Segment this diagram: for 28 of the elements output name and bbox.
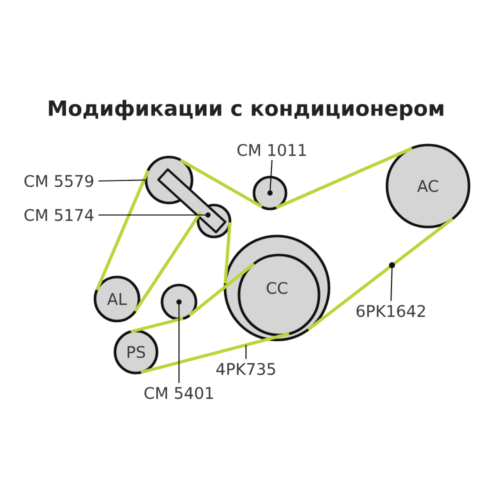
pulley [160,284,198,320]
part-number: CM 5174 [24,208,94,222]
leader-line [98,179,146,182]
part-number: 6PK1642 [356,304,425,318]
pulley: AC [386,144,470,228]
belt [140,332,290,374]
title: Модификации с кондиционером [48,100,444,120]
pulley: AL [94,276,140,322]
part-number: CM 5401 [144,386,213,400]
leader-line [178,302,180,383]
pulley [252,176,288,210]
belt [188,262,256,317]
part-number: CM 5579 [24,174,94,188]
leader-line [269,160,273,194]
belt [224,222,232,284]
belt [180,158,263,208]
leader-line [390,268,393,301]
belt [95,170,150,291]
belt [307,217,454,331]
leader-line [245,344,247,359]
belt [276,146,413,210]
belt [130,316,184,334]
part-number: 4PK735 [216,362,276,376]
leader-line [98,214,208,216]
part-number: CM 1011 [238,144,306,156]
belt [134,211,202,312]
pulley: PS [114,330,158,374]
pulley: CC [224,234,330,342]
